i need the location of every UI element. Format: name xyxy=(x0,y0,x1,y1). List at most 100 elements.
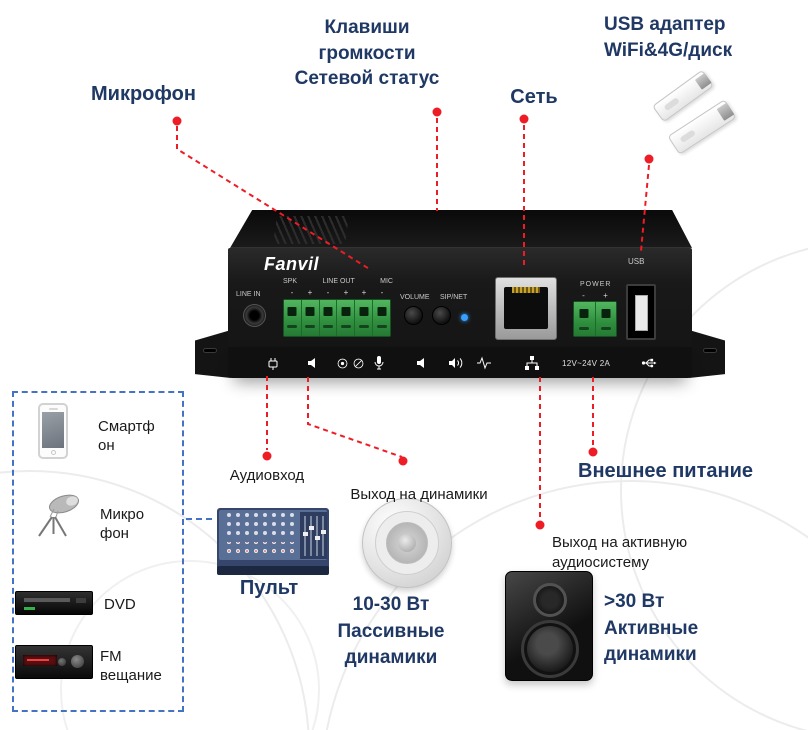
phone-speaker-slit xyxy=(48,408,58,410)
label-external-power: Внешнее питание xyxy=(578,460,753,482)
label-fm: FM вещание xyxy=(100,648,162,684)
dot-external-power xyxy=(588,447,598,457)
spk-lineout-mic-terminal xyxy=(283,299,391,337)
dvd-display xyxy=(24,607,35,610)
label-passive-type: Пассивные динамики xyxy=(337,620,445,669)
volume-up-button xyxy=(432,306,451,325)
speaker-dome xyxy=(398,534,416,552)
waveform-icon xyxy=(477,356,491,370)
label-active-watt: >30 Вт xyxy=(604,591,665,612)
mounting-ear-right xyxy=(689,330,725,378)
usb-connector-tip xyxy=(716,102,735,121)
brand-logo: Fanvil xyxy=(264,254,320,274)
terminal-pin xyxy=(319,300,338,336)
line-out-label: LINE OUT xyxy=(322,278,355,285)
polarity-mark: + xyxy=(307,288,313,297)
polarity-mark: - xyxy=(326,288,330,297)
device-bottom-strip: 12V~24V 2A xyxy=(228,347,692,378)
label-passive-watt: 10-30 Вт xyxy=(352,594,430,615)
speaker-woofer xyxy=(521,620,579,678)
sip-net-led xyxy=(461,314,468,321)
terminal-pin xyxy=(301,300,320,336)
network-icon xyxy=(525,356,539,370)
dongle-logo xyxy=(679,129,697,144)
label-speaker-output: Выход на динамики xyxy=(350,486,488,503)
mixer-image xyxy=(217,508,329,575)
ethernet-port xyxy=(495,277,557,340)
label-audio-input: Аудиовход xyxy=(229,467,305,484)
phone-home-button xyxy=(50,450,56,455)
terminal-pin xyxy=(337,300,356,336)
mic-label: MIC xyxy=(380,278,393,285)
dvd-tray xyxy=(24,598,70,602)
terminal-pin xyxy=(574,302,596,336)
power-polarity: - + xyxy=(573,291,617,300)
label-microphone: Микрофон xyxy=(91,83,196,105)
dot-speaker-output xyxy=(398,456,408,466)
label-active-speakers: >30 Вт Активные динамики xyxy=(604,589,756,669)
terminal-pin xyxy=(355,300,374,336)
screw-slot xyxy=(703,348,717,353)
dvd-player-image xyxy=(15,591,93,615)
usb-icon xyxy=(641,358,657,368)
smartphone-image xyxy=(38,403,68,459)
mounting-ear-left xyxy=(195,330,231,378)
terminal-polarity: - + - + + - xyxy=(283,288,391,297)
voltage-label: 12V~24V 2A xyxy=(562,359,611,368)
polarity-mark: + xyxy=(603,291,608,300)
microphone-icon xyxy=(374,356,384,370)
label-passive-speakers: 10-30 Вт Пассивные динамики xyxy=(318,592,464,672)
record-icon xyxy=(337,358,348,369)
polarity-mark: + xyxy=(343,288,349,297)
label-usb-adapter-line2: WiFi&4G/диск xyxy=(604,39,733,61)
mute-icon xyxy=(353,358,364,369)
fm-display xyxy=(23,655,57,666)
phone-screen xyxy=(42,412,64,448)
dot-usb-adapter xyxy=(644,154,654,164)
power-terminal xyxy=(573,301,617,337)
usb-port xyxy=(626,284,656,340)
terminal-pin xyxy=(284,300,302,336)
polarity-mark: - xyxy=(290,288,294,297)
screw-slot xyxy=(203,348,217,353)
microphone-image xyxy=(38,494,79,537)
label-volume-keys: Клавиши громкости xyxy=(318,17,416,64)
label-volume-network-status: Клавиши громкости Сетевой статус xyxy=(277,15,457,92)
dot-audio-input xyxy=(262,451,272,461)
loudspeaker-icon xyxy=(449,358,463,368)
connector-speaker-output xyxy=(307,377,403,458)
vent-lines xyxy=(273,216,349,244)
volume-label: VOLUME xyxy=(400,294,430,301)
usb-port-label: USB xyxy=(628,257,645,266)
label-mic-source: Микрофон xyxy=(100,506,145,542)
terminal-pin xyxy=(595,302,616,336)
label-dvd: DVD xyxy=(104,596,136,613)
polarity-mark: - xyxy=(380,288,384,297)
terminal-labels: SPK LINE OUT MIC xyxy=(283,278,393,285)
usb-tongue xyxy=(634,295,648,331)
label-usb-adapter-line1: USB адаптер xyxy=(604,14,726,35)
label-smartphone: Смартфон xyxy=(98,418,155,454)
device-front-panel: Fanvil USB LINE IN SPK LINE OUT MIC - + … xyxy=(228,248,692,347)
label-console: Пульт xyxy=(239,577,299,599)
dot-volume-keys xyxy=(432,107,442,117)
polarity-mark: - xyxy=(582,291,585,300)
terminal-pin xyxy=(373,300,390,336)
label-usb-adapter: USB адаптер WiFi&4G/диск xyxy=(604,12,732,63)
ceiling-speaker-image xyxy=(362,498,452,590)
fm-radio-image xyxy=(15,645,93,679)
audio-sources-box xyxy=(12,391,184,712)
spk-label: SPK xyxy=(283,278,298,285)
ethernet-socket xyxy=(504,287,548,329)
dot-network xyxy=(519,114,529,124)
line-in-jack xyxy=(243,304,266,327)
label-active-audio-output: Выход на активную аудиосистему xyxy=(552,534,688,571)
fm-knob xyxy=(71,655,84,668)
label-network: Сеть xyxy=(510,86,558,108)
dongle-logo xyxy=(663,97,680,112)
power-label: POWER xyxy=(580,281,612,288)
usb-connector-tip xyxy=(694,72,712,90)
speaker-icon xyxy=(417,358,424,368)
label-active-type: Активные динамики xyxy=(604,617,699,666)
